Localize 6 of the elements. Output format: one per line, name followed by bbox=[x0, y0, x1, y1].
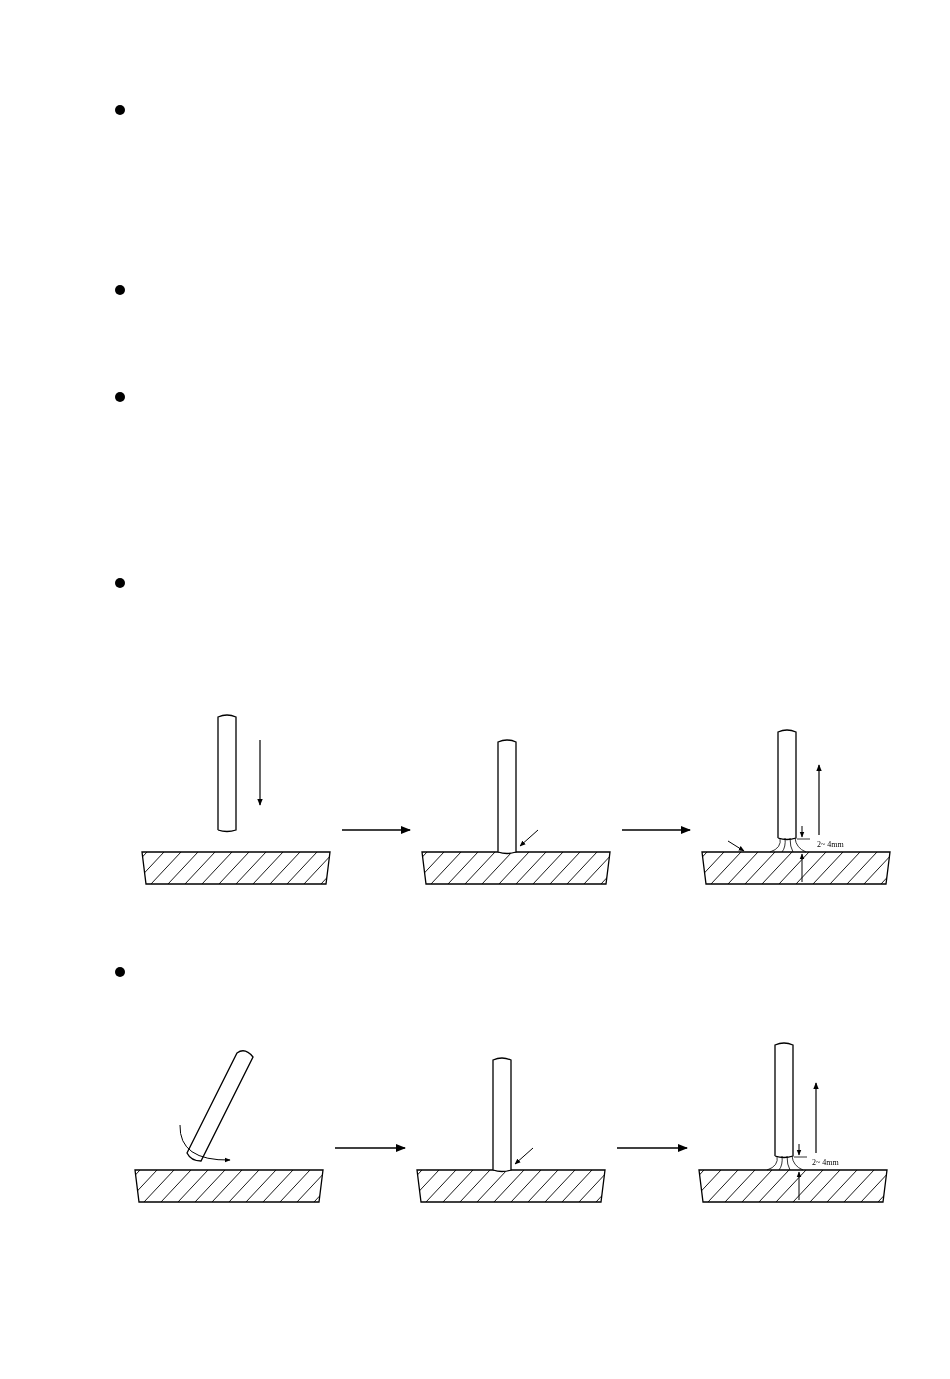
arrow bbox=[621, 825, 692, 835]
arrow bbox=[616, 1143, 689, 1153]
gap-dimension-label: 2~ 4mm bbox=[817, 841, 844, 849]
arrow bbox=[341, 825, 412, 835]
gap-dimension-label: 2~ 4mm bbox=[812, 1159, 839, 1167]
arrow bbox=[334, 1143, 407, 1153]
